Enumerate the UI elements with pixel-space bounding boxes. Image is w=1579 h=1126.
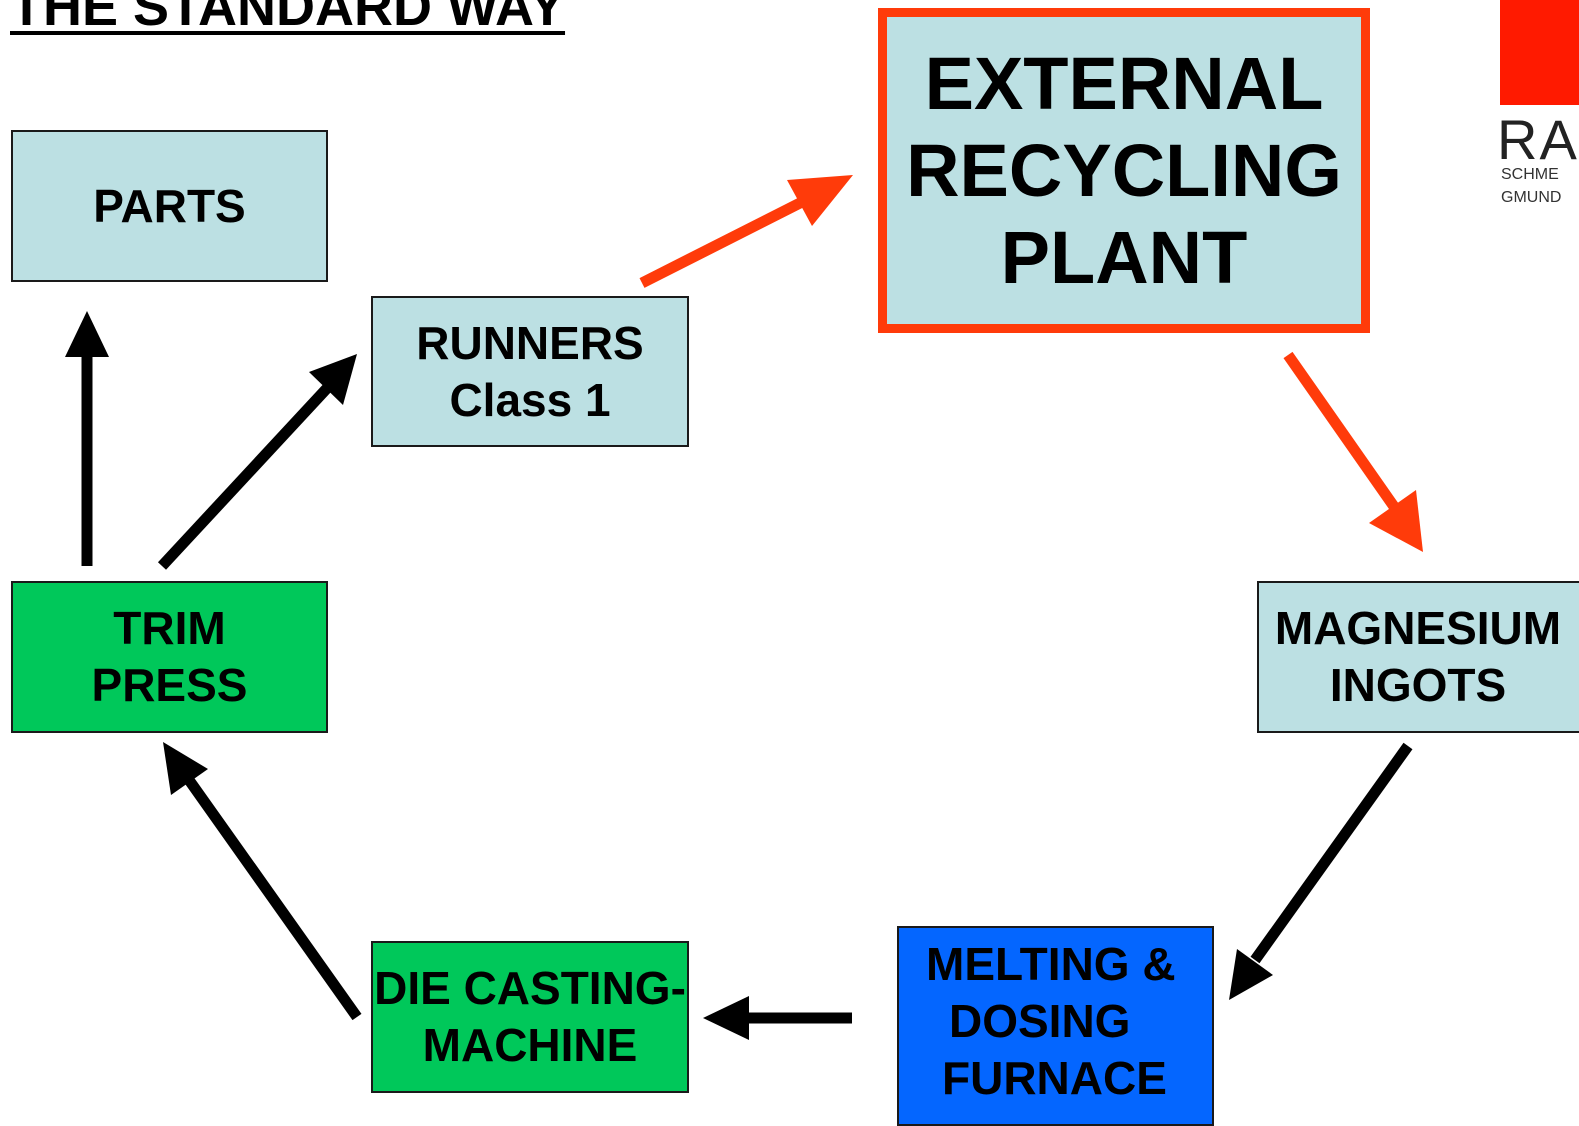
trim-press-box: TRIM PRESS [11,581,328,733]
die-label-line-1: DIE CASTING- [374,962,686,1014]
die-label-line-2: MACHINE [422,1019,638,1071]
trim-label-line-2: PRESS [91,659,248,711]
melting-label-line-2: DOSING [949,995,1131,1047]
external-label-line-2: RECYCLING [906,129,1342,212]
arrow-trim-to-parts [65,311,109,566]
melting-dosing-furnace-box: MELTING & DOSING FURNACE [897,926,1214,1126]
external-label-line-3: PLANT [1000,216,1248,299]
parts-box: PARTS [11,130,328,282]
ingots-label-line-1: MAGNESIUM [1274,602,1562,654]
external-recycling-plant-box: EXTERNAL RECYCLING PLANT [878,8,1370,333]
parts-label: PARTS [93,180,246,232]
arrow-trim-to-runners [157,354,357,570]
arrow-melting-to-die [703,996,852,1040]
logo-red-block [1500,0,1579,105]
arrow-runners-to-external [639,175,853,288]
arrow-ingots-to-melting [1229,742,1413,1000]
arrow-external-to-ingots [1283,351,1423,552]
ingots-label-line-2: INGOTS [1329,659,1507,711]
runners-label-line-2: Class 1 [449,373,611,426]
die-casting-machine-box: DIE CASTING- MACHINE [371,941,689,1093]
logo-subtitle-1: SCHME [1501,166,1559,183]
page-title: THE STANDARD WAY [10,0,566,37]
logo-name: RA [1497,108,1579,171]
arrow-die-to-trim [163,742,362,1021]
runners-box: RUNNERS Class 1 [371,296,689,447]
external-label-line-1: EXTERNAL [924,42,1324,125]
logo-subtitle-2: GMUND [1501,189,1562,206]
runners-label-line-1: RUNNERS [416,316,644,369]
company-logo: RA SCHME GMUND [1495,0,1579,210]
trim-label-line-1: TRIM [113,602,226,654]
melting-label-line-1: MELTING & [926,938,1176,990]
melting-label-line-3: FURNACE [942,1052,1167,1104]
magnesium-ingots-box: MAGNESIUM INGOTS [1257,581,1579,733]
